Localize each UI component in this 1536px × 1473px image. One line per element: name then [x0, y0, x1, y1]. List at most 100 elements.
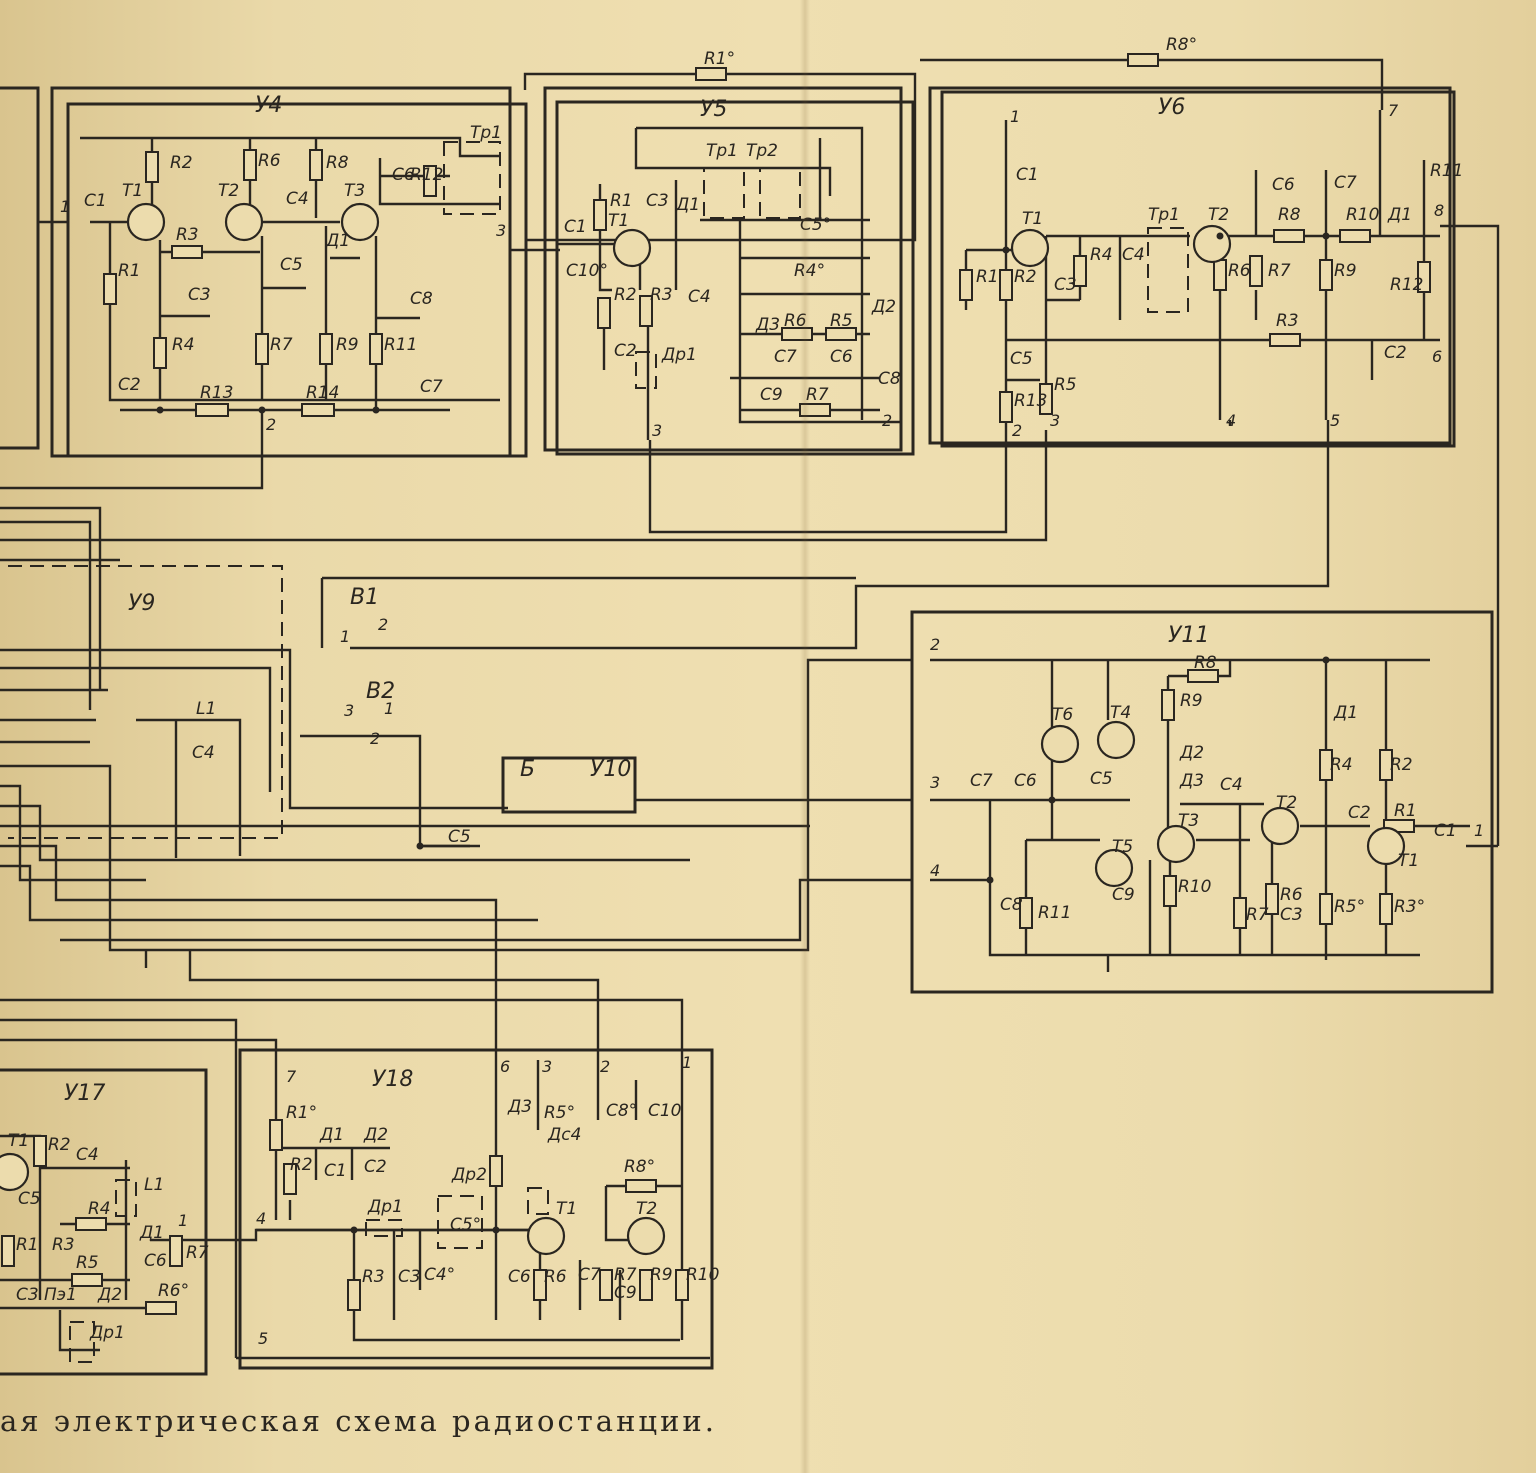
svg-text:C8: C8: [878, 369, 901, 389]
block-y17-circuit: [0, 1134, 183, 1363]
block-title-y10: У10: [590, 757, 631, 782]
block-y11-circuit: [930, 658, 1470, 972]
svg-text:2: 2: [930, 635, 940, 654]
svg-text:1: 1: [1474, 821, 1484, 840]
svg-text:Д1: Д1: [325, 231, 350, 251]
svg-text:R4: R4: [1090, 245, 1113, 265]
svg-text:R8°: R8°: [624, 1157, 655, 1177]
svg-text:C6: C6: [830, 347, 853, 367]
svg-text:T2: T2: [1208, 205, 1229, 225]
svg-text:C4: C4: [286, 189, 309, 209]
svg-text:C5: C5: [448, 827, 471, 847]
svg-text:C6: C6: [508, 1267, 531, 1287]
svg-text:2: 2: [1012, 421, 1022, 440]
svg-text:R4: R4: [1330, 755, 1353, 775]
svg-text:C5°: C5°: [450, 1215, 481, 1235]
block-y9-dashed: [8, 565, 283, 839]
svg-text:R2: R2: [48, 1135, 71, 1155]
svg-text:C3: C3: [398, 1267, 421, 1287]
svg-text:2: 2: [370, 729, 380, 748]
svg-text:R3: R3: [52, 1235, 75, 1255]
svg-text:3: 3: [496, 221, 506, 240]
svg-text:R12: R12: [1390, 275, 1423, 295]
svg-text:3: 3: [1050, 411, 1060, 430]
svg-text:7: 7: [286, 1067, 297, 1086]
block-y4-inner: [66, 102, 528, 458]
svg-text:Др1: Др1: [367, 1197, 403, 1217]
svg-text:Др1: Др1: [661, 345, 697, 365]
svg-text:C5°: C5°: [800, 215, 831, 235]
svg-text:T2: T2: [636, 1199, 657, 1219]
svg-text:R4: R4: [88, 1199, 111, 1219]
svg-text:R8: R8: [1278, 205, 1301, 225]
svg-text:T2: T2: [218, 181, 239, 201]
svg-text:R10: R10: [1346, 205, 1379, 225]
svg-text:Д3: Д3: [755, 315, 780, 335]
svg-text:R10: R10: [686, 1265, 719, 1285]
svg-text:C9: C9: [1112, 885, 1135, 905]
svg-text:C4: C4: [76, 1145, 99, 1165]
svg-text:R7: R7: [270, 335, 293, 355]
svg-text:C7: C7: [420, 377, 443, 397]
block-y6-circuit: [695, 53, 1440, 430]
svg-text:5: 5: [258, 1329, 268, 1348]
block-title-y18: У18: [372, 1067, 413, 1092]
svg-text:R6: R6: [784, 311, 807, 331]
svg-text:C3: C3: [16, 1285, 39, 1305]
svg-text:R4: R4: [172, 335, 195, 355]
svg-text:R1: R1: [976, 267, 999, 287]
svg-text:C6: C6: [1014, 771, 1037, 791]
svg-text:4: 4: [930, 861, 940, 880]
svg-text:R11: R11: [1038, 903, 1071, 923]
block-y6-inner: [940, 90, 1456, 448]
svg-text:T1: T1: [8, 1131, 29, 1151]
svg-text:Д2: Д2: [363, 1125, 388, 1145]
svg-text:Д1: Д1: [1333, 703, 1358, 723]
svg-text:R1: R1: [1394, 801, 1417, 821]
svg-text:C1: C1: [84, 191, 107, 211]
svg-text:R5°: R5°: [544, 1103, 575, 1123]
paper-fold: [800, 0, 810, 1473]
svg-text:R6: R6: [258, 151, 281, 171]
block-title-y4: У4: [255, 93, 282, 118]
svg-text:R5: R5: [76, 1253, 99, 1273]
label-r1-ext: R1°: [704, 49, 735, 69]
svg-text:2: 2: [378, 615, 388, 634]
labels-y11: R8 R9 T6 T4 Д1 Д2 Д3 R4 R2 C7 C6 C5 C4 T…: [970, 653, 1457, 925]
block-y4-circuit: [80, 136, 501, 430]
svg-text:C4: C4: [1122, 245, 1145, 265]
switch-b2-label: В2: [366, 679, 395, 704]
block-title-y9: У9: [128, 591, 155, 616]
svg-text:C5: C5: [1010, 349, 1033, 369]
svg-text:R2: R2: [1014, 267, 1037, 287]
svg-text:L1: L1: [144, 1175, 164, 1195]
svg-text:Д1: Д1: [675, 195, 700, 215]
svg-text:3: 3: [652, 421, 662, 440]
svg-text:C2: C2: [364, 1157, 387, 1177]
block-y17: [0, 1068, 208, 1376]
svg-text:R13: R13: [1014, 391, 1047, 411]
svg-text:Пэ1: Пэ1: [44, 1285, 77, 1305]
svg-text:C3: C3: [1054, 275, 1077, 295]
svg-text:C5: C5: [1090, 769, 1113, 789]
battery-label: Б: [520, 757, 535, 782]
svg-text:R7: R7: [1246, 905, 1269, 925]
svg-text:T1: T1: [556, 1199, 577, 1219]
svg-text:2: 2: [882, 411, 892, 430]
svg-text:T5: T5: [1112, 837, 1133, 857]
label-r8-ext: R8°: [1166, 35, 1197, 55]
svg-text:1: 1: [682, 1053, 692, 1072]
svg-text:4: 4: [256, 1209, 266, 1228]
svg-text:Дс4: Дс4: [547, 1125, 581, 1145]
svg-text:Д1: Д1: [1387, 205, 1412, 225]
svg-text:R4°: R4°: [794, 261, 825, 281]
svg-text:R9: R9: [1180, 691, 1203, 711]
svg-text:T4: T4: [1110, 703, 1131, 723]
block-y5-outer: [543, 86, 903, 452]
svg-text:C4: C4: [688, 287, 711, 307]
svg-text:R6°: R6°: [158, 1281, 189, 1301]
block-y18: [238, 1048, 714, 1370]
svg-text:R5: R5: [830, 311, 853, 331]
svg-text:C2: C2: [614, 341, 637, 361]
